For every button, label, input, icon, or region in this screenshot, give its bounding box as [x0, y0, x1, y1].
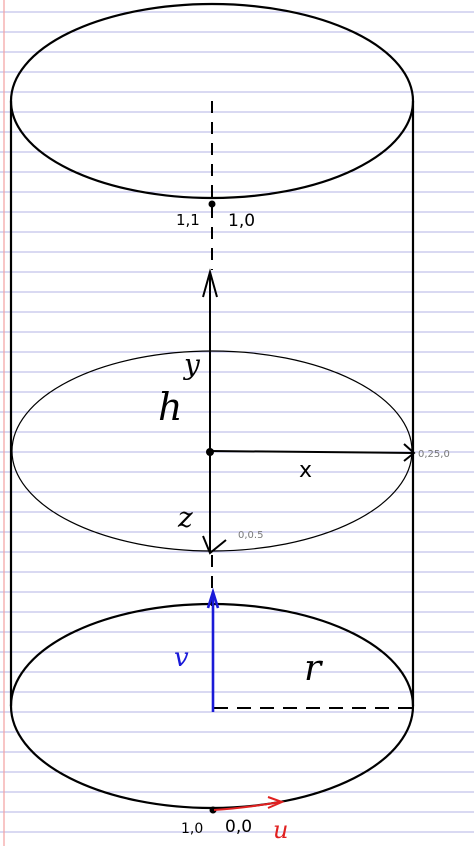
label-bottom-right-point: 0,0 — [225, 817, 252, 837]
center-point — [206, 448, 214, 456]
label-mid-lower-point: 0,0.5 — [238, 530, 263, 541]
v-vector-arrowhead — [206, 587, 220, 609]
label-radius: r — [304, 648, 323, 689]
top-point — [208, 200, 216, 208]
axis-z-arrowhead — [202, 535, 227, 555]
label-v-vector: v — [174, 643, 189, 673]
label-height: h — [158, 385, 182, 429]
label-top-left-point: 1,1 — [176, 211, 200, 229]
axis-x-arrowhead — [403, 443, 416, 462]
label-x-axis: x — [299, 458, 312, 483]
u-vector-arrowhead — [267, 796, 285, 809]
v-vector — [206, 587, 220, 712]
axis-y-arrowhead — [202, 268, 218, 298]
label-mid-right-point: 0,25,0 — [418, 449, 450, 460]
axis-x-arrow-line — [209, 450, 415, 454]
label-bottom-left-point: 1,0 — [181, 821, 203, 837]
u-vector-line — [213, 801, 281, 811]
label-top-right-point: 1,0 — [228, 211, 255, 231]
u-vector — [213, 796, 285, 811]
bottom-point — [209, 806, 217, 814]
label-u-vector: u — [273, 816, 288, 844]
label-z-axis: z — [177, 501, 193, 534]
label-y-axis: y — [182, 348, 201, 381]
